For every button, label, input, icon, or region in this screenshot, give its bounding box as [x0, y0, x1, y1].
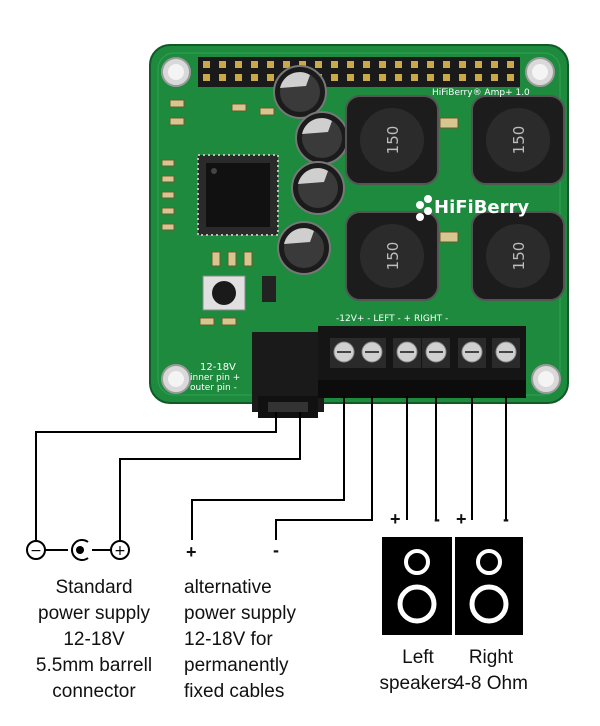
gpio-pin	[395, 74, 402, 81]
gpio-pin	[475, 74, 482, 81]
gpio-pin	[283, 61, 290, 68]
caption-line: fixed cables	[184, 681, 285, 702]
caption-line: 12-18V	[63, 629, 125, 650]
caption-line: power supply	[38, 603, 150, 624]
right-speaker-caption: Right 4-8 Ohm	[450, 645, 532, 697]
gpio-pin	[507, 74, 514, 81]
alt-plus-label: +	[186, 542, 197, 562]
inductor-label: 150	[384, 126, 402, 155]
gpio-pin	[219, 61, 226, 68]
alt-minus-label: -	[273, 540, 279, 560]
caption-line: Standard	[55, 577, 133, 598]
gpio-pin	[379, 61, 386, 68]
gpio-pin	[347, 61, 354, 68]
silk-supply-2: inner pin +	[190, 373, 240, 383]
caption-line: Left	[402, 647, 434, 668]
barrel-connector-symbol: − +	[26, 539, 130, 561]
gpio-pin	[235, 61, 242, 68]
gpio-pin	[507, 61, 514, 68]
left-speaker-caption: Left speakers	[378, 645, 458, 697]
standard-supply-caption: Standard power supply 12-18V 5.5mm barre…	[8, 575, 180, 705]
caption-line: 4-8 Ohm	[454, 673, 528, 694]
gpio-pin	[251, 61, 258, 68]
gpio-pin	[203, 61, 210, 68]
capacitors	[273, 65, 349, 275]
wire-alt-minus	[275, 396, 373, 540]
left-speaker-icon	[382, 537, 452, 635]
gpio-pin	[491, 61, 498, 68]
gpio-pin	[235, 74, 242, 81]
gpio-pin	[459, 74, 466, 81]
brand-text: HiFiBerry	[434, 197, 529, 218]
inductors: 150 150 150 150	[345, 95, 565, 301]
supply-plus-terminal	[110, 540, 130, 560]
caption-line: Right	[468, 647, 514, 668]
gpio-pin	[427, 74, 434, 81]
gpio-pin	[203, 74, 210, 81]
gpio-pin	[267, 61, 274, 68]
gpio-pin	[363, 74, 370, 81]
barrel-sleeve-icon	[71, 539, 89, 561]
inductor-label: 150	[510, 126, 528, 155]
caption-line: alternative	[184, 577, 272, 598]
gpio-pin	[491, 74, 498, 81]
caption-line: connector	[52, 681, 136, 702]
silk-supply-1: 12-18V	[200, 362, 236, 373]
silk-terminal: -12V+ - LEFT - + RIGHT -	[336, 314, 448, 324]
gpio-pin	[411, 61, 418, 68]
gpio-pin	[331, 61, 338, 68]
right-plus-label: +	[456, 509, 467, 529]
right-minus-label: -	[503, 509, 509, 529]
gpio-pin	[219, 74, 226, 81]
left-plus-label: +	[390, 509, 401, 529]
gpio-pin	[363, 61, 370, 68]
gpio-pin	[411, 74, 418, 81]
inductor-label: 150	[510, 242, 528, 271]
wire-standard-plus	[119, 412, 301, 541]
gpio-pin	[459, 61, 466, 68]
gpio-header	[198, 57, 520, 87]
gpio-pin	[315, 61, 322, 68]
supply-minus-symbol: −	[30, 543, 42, 559]
silkscreen: 12-18V inner pin + outer pin - -12V+ - L…	[190, 314, 448, 393]
supply-plus-symbol: +	[114, 543, 126, 559]
supply-minus-terminal	[26, 540, 46, 560]
model-text: HiFiBerry® Amp+ 1.0	[432, 88, 530, 98]
gpio-pin	[251, 74, 258, 81]
barrel-jack	[252, 332, 324, 418]
wires	[35, 396, 507, 551]
gpio-pin	[443, 74, 450, 81]
caption-line: permanently	[184, 655, 289, 676]
gpio-pin	[427, 61, 434, 68]
mounting-holes	[161, 57, 561, 394]
gpio-pin	[379, 74, 386, 81]
gpio-pin	[267, 74, 274, 81]
gpio-pin	[347, 74, 354, 81]
right-speaker-icon	[455, 537, 523, 635]
left-minus-label: -	[434, 509, 440, 529]
gpio-pin	[395, 61, 402, 68]
caption-line: power supply	[184, 603, 296, 624]
caption-line: 12-18V for	[184, 629, 273, 650]
terminal-block	[318, 326, 526, 398]
barrel-pin-icon	[76, 546, 84, 554]
gpio-pin	[299, 61, 306, 68]
alt-supply-caption: alternative power supply 12-18V for perm…	[184, 575, 354, 705]
hifiberry-logo: HiFiBerry HiFiBerry® Amp+ 1.0	[416, 88, 530, 221]
caption-line: 5.5mm barrell	[35, 655, 153, 676]
amplifier-chip	[197, 154, 279, 236]
wire-standard-minus	[35, 412, 277, 541]
gpio-pin	[331, 74, 338, 81]
gpio-pin	[443, 61, 450, 68]
voltage-regulator	[202, 275, 276, 311]
gpio-pin	[475, 61, 482, 68]
caption-line: speakers	[379, 673, 457, 694]
inductor-label: 150	[384, 242, 402, 271]
silk-supply-3: outer pin -	[190, 383, 237, 393]
wire-alt-plus	[191, 396, 345, 540]
smd-components	[161, 99, 459, 326]
